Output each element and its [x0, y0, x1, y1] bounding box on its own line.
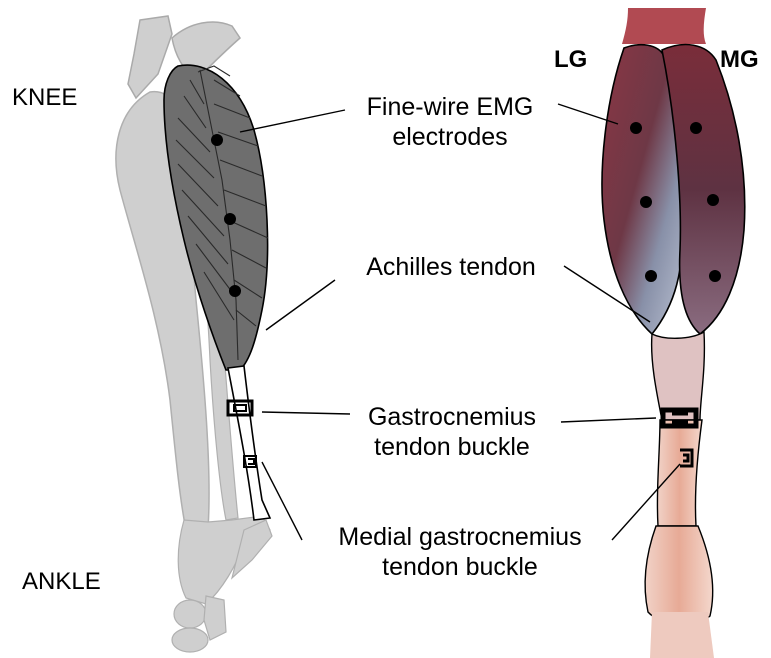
leader-emg-left — [240, 110, 345, 132]
gastrocnemius-buckle-label: Gastrocnemius tendon buckle — [342, 402, 562, 462]
tarsal-bone-1 — [174, 600, 206, 628]
leader-gastroc-left — [262, 412, 350, 414]
electrode-dot — [645, 270, 657, 282]
lg-label: LG — [554, 46, 587, 74]
gastrocnemius-buckle-line2: tendon buckle — [342, 432, 562, 462]
mg-label: MG — [720, 46, 759, 74]
knee-label: KNEE — [12, 84, 77, 112]
gastrocnemius-buckle-line1: Gastrocnemius — [342, 402, 562, 432]
tarsal-bone-3 — [204, 596, 226, 640]
photo-lower-tendon — [657, 420, 702, 526]
electrode-dot — [229, 285, 241, 297]
emg-electrodes-line1: Fine-wire EMG — [340, 92, 560, 122]
ankle-label: ANKLE — [22, 568, 101, 596]
tarsal-bone-2 — [172, 628, 208, 652]
medial-buckle-line1: Medial gastrocnemius — [300, 522, 620, 552]
electrode-dot — [630, 122, 642, 134]
electrode-dot — [640, 196, 652, 208]
photo-upper-tissue — [622, 8, 706, 44]
electrode-dot — [224, 213, 236, 225]
emg-electrodes-label: Fine-wire EMG electrodes — [340, 92, 560, 152]
medial-buckle-label: Medial gastrocnemius tendon buckle — [300, 522, 620, 582]
electrode-dot — [690, 122, 702, 134]
achilles-tendon-label: Achilles tendon — [336, 252, 566, 282]
schematic-leg — [116, 16, 272, 652]
electrode-dot — [709, 270, 721, 282]
electrode-dot — [211, 134, 223, 146]
emg-electrodes-line2: electrodes — [340, 122, 560, 152]
electrode-dot — [707, 194, 719, 206]
photo-achilles-tendon — [652, 332, 705, 420]
photo-leg — [602, 8, 745, 658]
medial-buckle-line2: tendon buckle — [300, 552, 620, 582]
leader-achilles-left — [266, 280, 335, 330]
photo-foot-extension — [650, 612, 714, 658]
leader-gastroc-right — [561, 418, 656, 422]
photo-heel — [645, 526, 713, 623]
